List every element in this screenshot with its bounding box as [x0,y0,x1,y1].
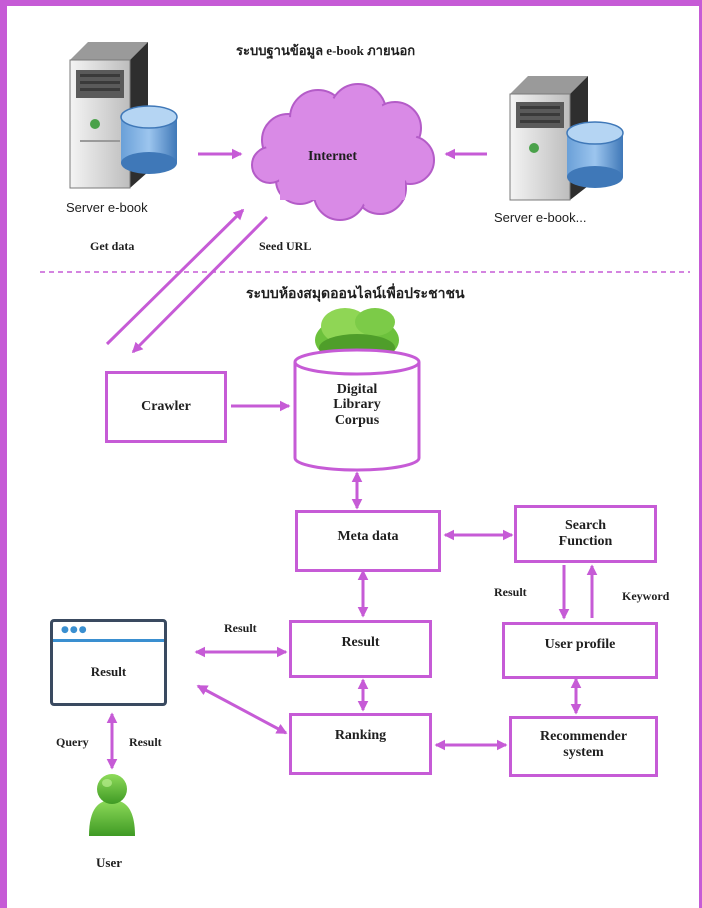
database-icon [566,121,624,188]
meta-data-label: Meta data [337,529,399,544]
keyword-edge-label: Keyword [622,589,670,603]
search-result-edge-label: Result [494,585,527,599]
cloud-icon [251,83,435,221]
corpus-label: Digital Library Corpus [333,382,381,428]
server-right-label: Server e-book... [494,210,587,225]
browser-result-label: Result [90,664,127,679]
search-function-label: Search Function [558,518,613,550]
user-label: User [96,855,122,870]
seed-url-label: Seed URL [259,239,312,253]
crawler-label: Crawler [141,398,191,414]
result-node: Result [289,620,432,678]
user-profile-label: User profile [544,637,616,652]
server-left-label: Server e-book [66,200,148,215]
window-title-bar [53,639,164,642]
arrow-crawler-to-internet [105,208,245,346]
arrow-browser-ranking [196,684,288,735]
corpus-cylinder [293,348,421,472]
ranking-label: Ranking [334,728,387,743]
recommender-label: Recommender system [539,729,628,761]
search-function-node: Search Function [514,505,657,563]
crawler-node: Crawler [105,371,227,443]
internet-label: Internet [308,149,357,164]
meta-data-node: Meta data [295,510,441,572]
ranking-node: Ranking [289,713,432,775]
user-icon [89,774,135,836]
library-system-title: ระบบห้องสมุดออนไลน์เพื่อประชาชน [246,287,465,302]
result-label: Result [341,635,380,650]
database-icon [120,105,178,174]
arrow-internet-to-crawler [131,215,269,354]
result-edge-label: Result [224,621,257,635]
recommender-node: Recommender system [509,716,658,777]
external-system-title: ระบบฐานข้อมูล e-book ภายนอก [236,43,416,58]
user-result-edge-label: Result [129,735,162,749]
window-dots-icon: ●●● [61,625,88,635]
browser-window-icon: ●●● Result [50,619,167,706]
query-edge-label: Query [56,735,89,749]
get-data-label: Get data [90,239,135,253]
user-profile-node: User profile [502,622,658,679]
